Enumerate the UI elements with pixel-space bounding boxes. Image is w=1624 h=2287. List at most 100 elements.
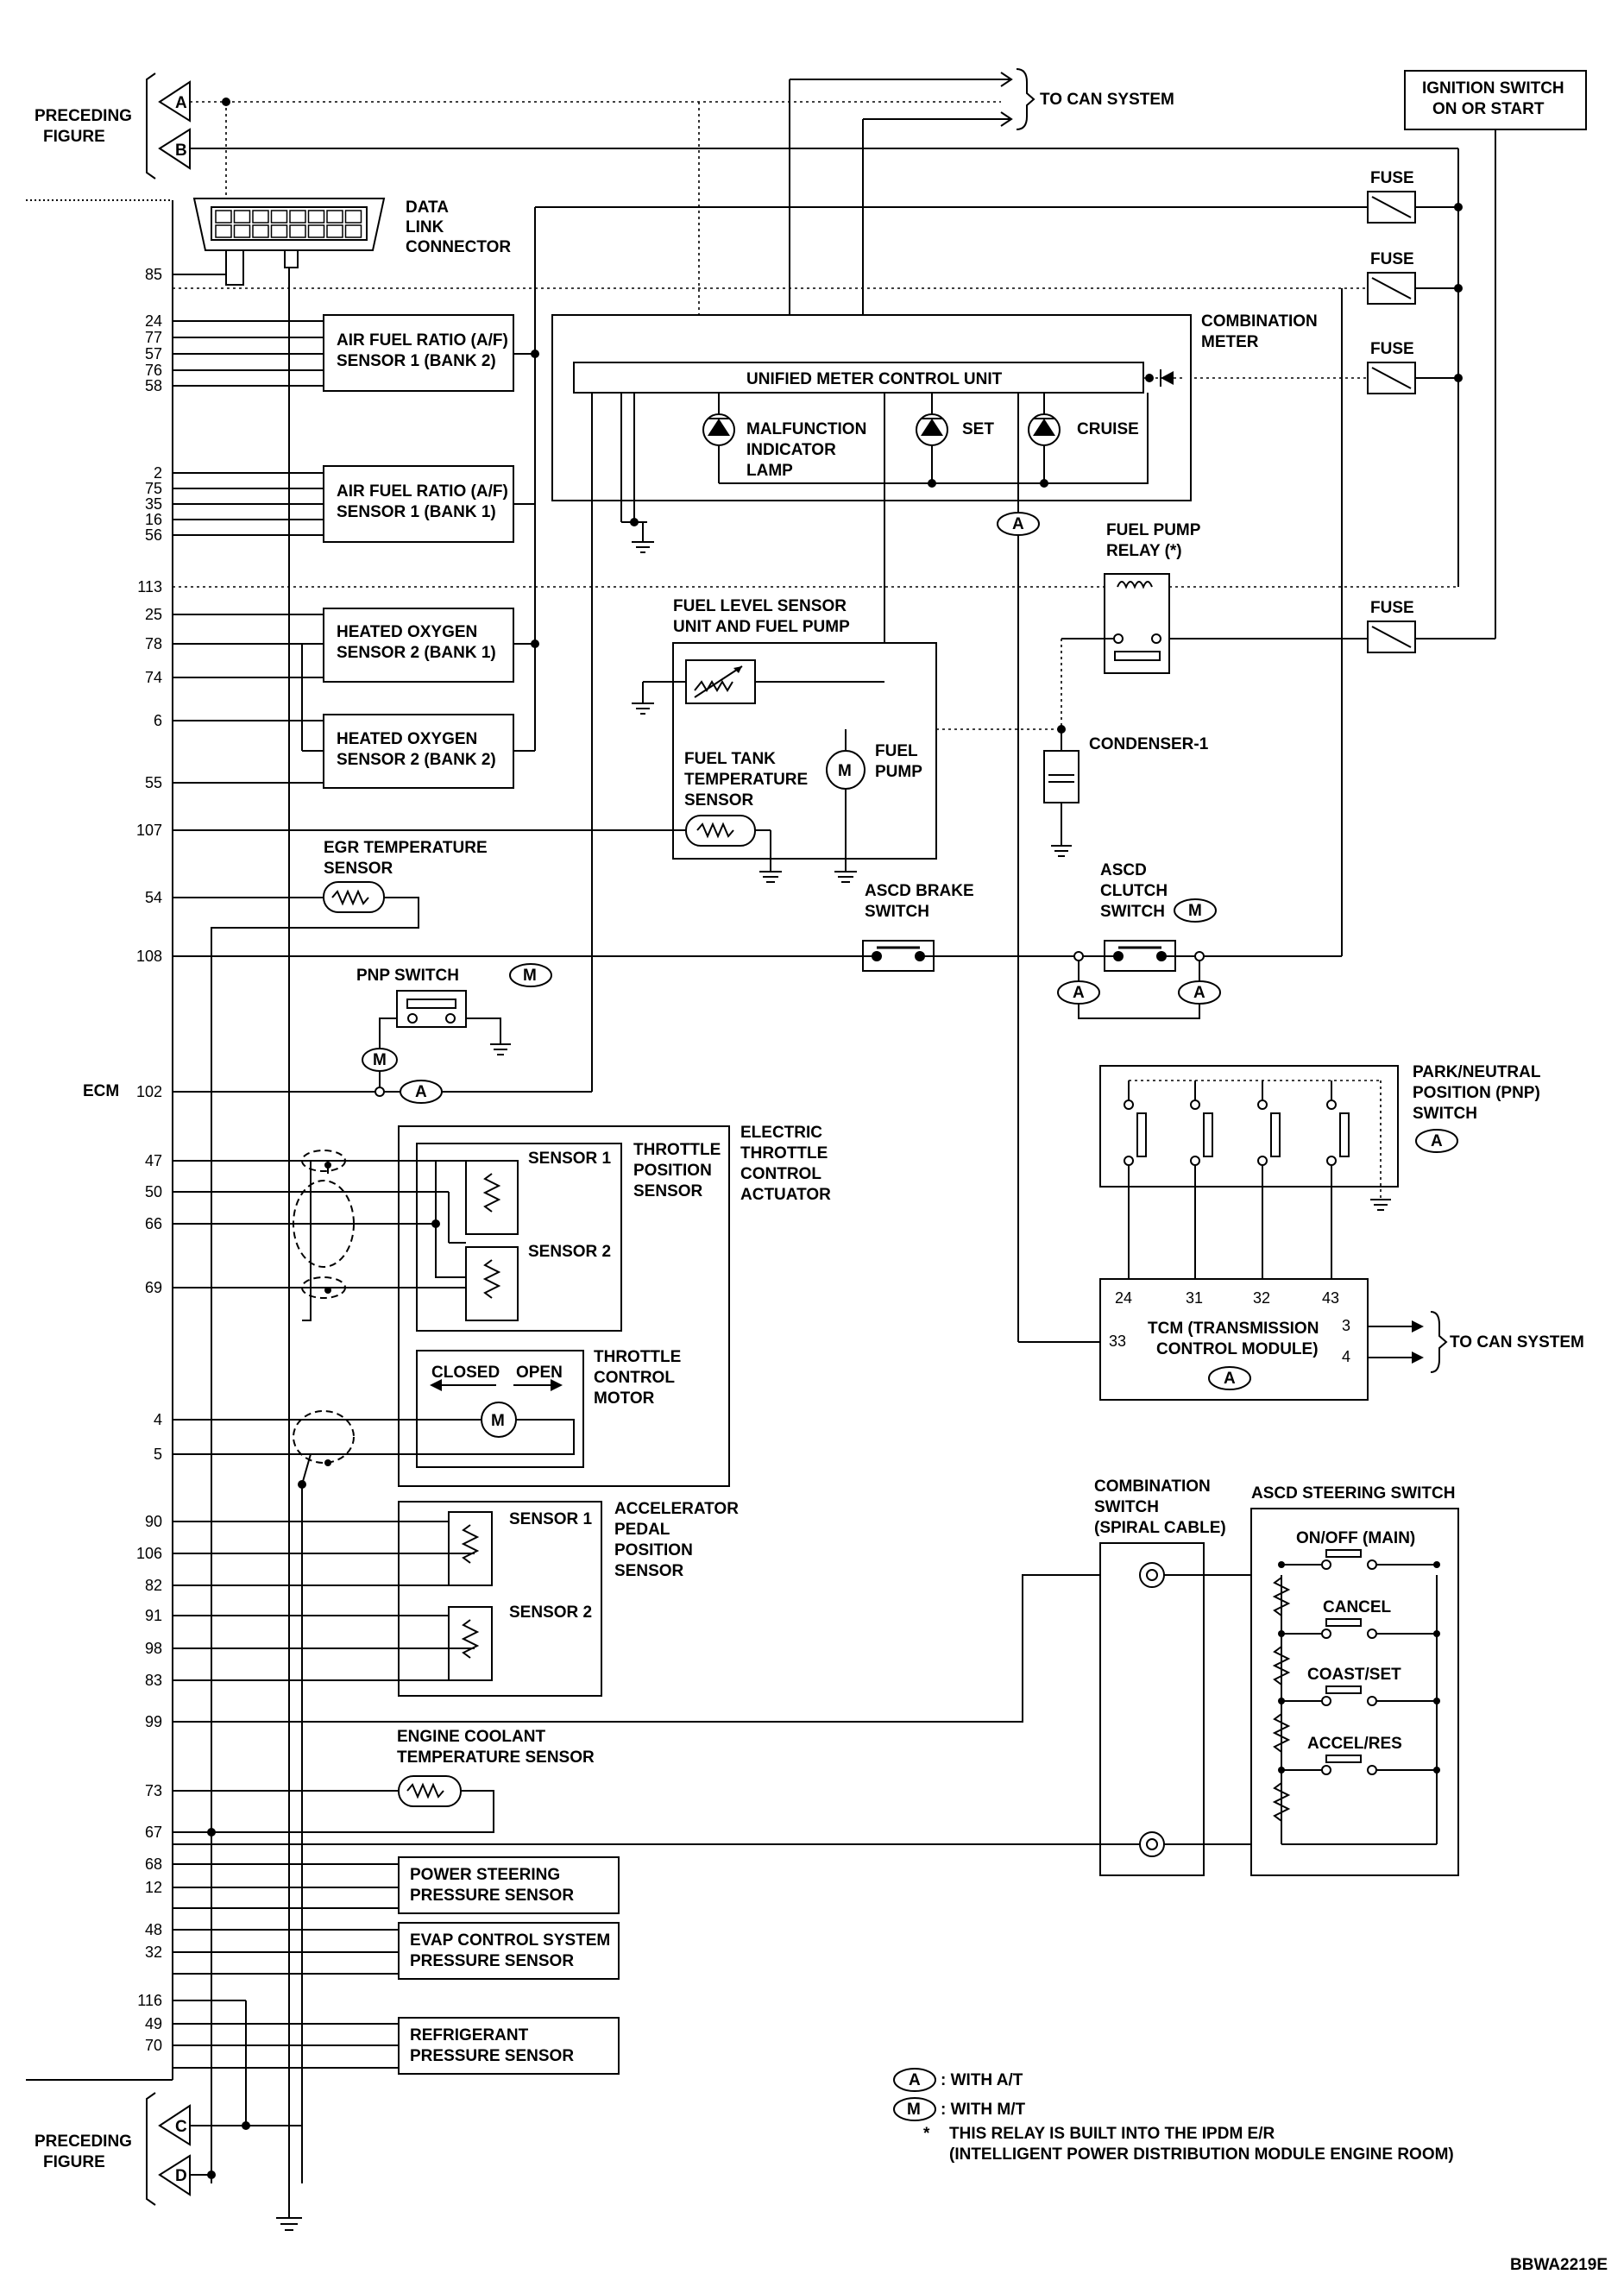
svg-text:M: M — [838, 762, 852, 780]
ecm-pin-35: 35 — [145, 495, 162, 513]
electric-throttle-actuator-label: ELECTRIC — [740, 1124, 822, 1142]
throttle-motor-label: THROTTLE — [594, 1348, 681, 1366]
set-label: SET — [962, 420, 994, 438]
svg-text:33: 33 — [1109, 1333, 1126, 1350]
egr-temp-sensor: EGR TEMPERATURE SENSOR — [173, 839, 488, 2183]
svg-text:M: M — [907, 2101, 921, 2119]
dlc-pin-cell — [307, 210, 325, 224]
svg-text:SENSOR 1: SENSOR 1 — [509, 1510, 593, 1528]
ecm-pin-16: 16 — [145, 511, 162, 528]
ho2s-bank2: HEATED OXYGEN SENSOR 2 (BANK 2) — [173, 714, 535, 789]
svg-text:43: 43 — [1322, 1289, 1339, 1307]
ho2s-bank1: HEATED OXYGEN SENSOR 2 (BANK 1) — [173, 608, 535, 751]
tcm: 24 31 32 43 33 3 4 TCM (TRANSMISSION CON… — [1018, 1278, 1584, 1401]
ecm-pin-58: 58 — [145, 377, 162, 394]
af-sensor-bank1: AIR FUEL RATIO (A/F) SENSOR 1 (BANK 1) — [173, 465, 535, 543]
dlc-pin-cell — [289, 224, 306, 238]
svg-text:PEDAL: PEDAL — [614, 1521, 670, 1539]
pnp-at-label: PARK/NEUTRAL — [1413, 1063, 1541, 1081]
ignition-switch: IGNITION SWITCH ON OR START — [1404, 70, 1587, 639]
svg-text:M: M — [1188, 902, 1202, 920]
ecm-pin-83: 83 — [145, 1672, 162, 1689]
power-steering-sensor: POWER STEERING PRESSURE SENSOR — [173, 1856, 620, 1914]
svg-text:FUSE: FUSE — [1370, 169, 1414, 187]
fuel-pump-relay: FUEL PUMP RELAY (*) — [1061, 521, 1201, 729]
ecm-pin-66: 66 — [145, 1215, 162, 1232]
pnp-switch-mt: PNP SWITCH M M A — [173, 963, 592, 1104]
ascd-steering-contact — [1272, 1685, 1440, 1753]
to-can-system-top-label: TO CAN SYSTEM — [1040, 91, 1174, 109]
data-link-connector-label: DATA — [406, 198, 449, 217]
ecm-pin-106: 106 — [136, 1545, 162, 1562]
preceding-figure-label: PRECEDING — [35, 107, 132, 125]
ascd-brake-switch: ASCD BRAKE SWITCH — [173, 882, 1079, 972]
svg-text:POSITION: POSITION — [614, 1541, 693, 1559]
ecm-pin-69: 69 — [145, 1279, 162, 1296]
svg-text:SENSOR 1 (BANK 2): SENSOR 1 (BANK 2) — [337, 352, 496, 370]
svg-text:ON OR START: ON OR START — [1432, 100, 1545, 118]
ascd-steering-contact — [1272, 1549, 1440, 1616]
ecm-label: ECM — [83, 1082, 119, 1100]
ecm-pin-67: 67 — [145, 1824, 162, 1841]
svg-text:31: 31 — [1186, 1289, 1203, 1307]
fuel-level-sensor-label: FUEL LEVEL SENSOR — [673, 597, 847, 615]
svg-text:SWITCH: SWITCH — [1094, 1498, 1159, 1516]
svg-text:ON/OFF (MAIN): ON/OFF (MAIN) — [1296, 1529, 1415, 1547]
af-sensor-bank2-label: AIR FUEL RATIO (A/F) — [337, 331, 508, 350]
svg-text:(SPIRAL CABLE): (SPIRAL CABLE) — [1094, 1519, 1226, 1537]
evap-sensor: EVAP CONTROL SYSTEM PRESSURE SENSOR — [173, 1922, 620, 1980]
fuse-2: FUSE — [173, 250, 1463, 305]
fuel-level-sensor-unit: FUEL LEVEL SENSOR UNIT AND FUEL PUMP M F… — [173, 597, 937, 883]
af-sensor-bank1-label: AIR FUEL RATIO (A/F) — [337, 482, 508, 501]
svg-text:CANCEL: CANCEL — [1323, 1598, 1392, 1616]
combination-switch: COMBINATION SWITCH (SPIRAL CABLE) — [173, 1477, 1281, 1876]
preceding-figure-top: PRECEDING FIGURE A B — [35, 72, 191, 180]
condenser-label: CONDENSER-1 — [1089, 735, 1209, 753]
connector-d-label: D — [175, 2167, 187, 2185]
svg-text:POSITION (PNP): POSITION (PNP) — [1413, 1084, 1540, 1102]
dlc-pin-cell — [326, 210, 343, 224]
preceding-figure-bottom: PRECEDING FIGURE C D — [35, 2092, 303, 2206]
ecm-pin-99: 99 — [145, 1713, 162, 1730]
svg-text:32: 32 — [1253, 1289, 1270, 1307]
tcm-label: TCM (TRANSMISSION — [1148, 1320, 1319, 1338]
svg-text:FIGURE: FIGURE — [43, 128, 105, 146]
power-steering-label: POWER STEERING — [410, 1866, 560, 1884]
fuse-4: FUSE — [1165, 599, 1495, 653]
legend: A : WITH A/T M : WITH M/T * THIS RELAY I… — [893, 2068, 1454, 2164]
svg-text:SENSOR 1 (BANK 1): SENSOR 1 (BANK 1) — [337, 503, 496, 521]
refrigerant-label: REFRIGERANT — [410, 2026, 529, 2044]
svg-text:ACTUATOR: ACTUATOR — [740, 1186, 831, 1204]
connector-c-label: C — [175, 2118, 187, 2136]
ecm-pin-5: 5 — [154, 1446, 162, 1463]
ground-bottom — [276, 2217, 302, 2231]
fuel-tank-temp-label: FUEL TANK — [684, 750, 776, 768]
accelerator-pedal-sensor: ACCELERATOR PEDAL POSITION SENSOR SENSOR… — [173, 1500, 739, 1697]
af-sensor-bank2: AIR FUEL RATIO (A/F) SENSOR 1 (BANK 2) — [173, 314, 539, 392]
svg-text:TEMPERATURE: TEMPERATURE — [684, 771, 808, 789]
dlc-pin-cell — [270, 210, 288, 224]
cruise-label: CRUISE — [1077, 420, 1139, 438]
svg-text:COAST/SET: COAST/SET — [1307, 1666, 1401, 1684]
svg-text:A: A — [1193, 984, 1205, 1002]
connector-b-label: B — [175, 142, 187, 160]
dlc-pin-cell — [270, 224, 288, 238]
svg-text:CONTROL MODULE): CONTROL MODULE) — [1156, 1340, 1319, 1358]
svg-text:SENSOR: SENSOR — [684, 791, 754, 810]
app-sensor-label: ACCELERATOR — [614, 1500, 739, 1518]
svg-text:A: A — [1224, 1370, 1236, 1388]
ecm-pin-76: 76 — [145, 362, 162, 379]
svg-text:M: M — [523, 967, 537, 985]
svg-text:CONTROL: CONTROL — [740, 1165, 821, 1183]
fuse-1: FUSE — [535, 169, 1463, 224]
combination-switch-label: COMBINATION — [1094, 1477, 1211, 1496]
ascd-steering-switch: ASCD STEERING SWITCH ON/OFF (MAIN) CANCE… — [1250, 1484, 1459, 1876]
pnp-contact — [1124, 1080, 1147, 1279]
svg-text:LAMP: LAMP — [746, 462, 793, 480]
svg-text:POSITION: POSITION — [633, 1162, 712, 1180]
ecm-pin-85: 85 — [145, 266, 162, 283]
ecm-pin-25: 25 — [145, 606, 162, 623]
svg-text:PRESSURE SENSOR: PRESSURE SENSOR — [410, 1952, 574, 1970]
combination-meter: COMBINATION METER UNIFIED METER CONTROL … — [551, 312, 1318, 1342]
